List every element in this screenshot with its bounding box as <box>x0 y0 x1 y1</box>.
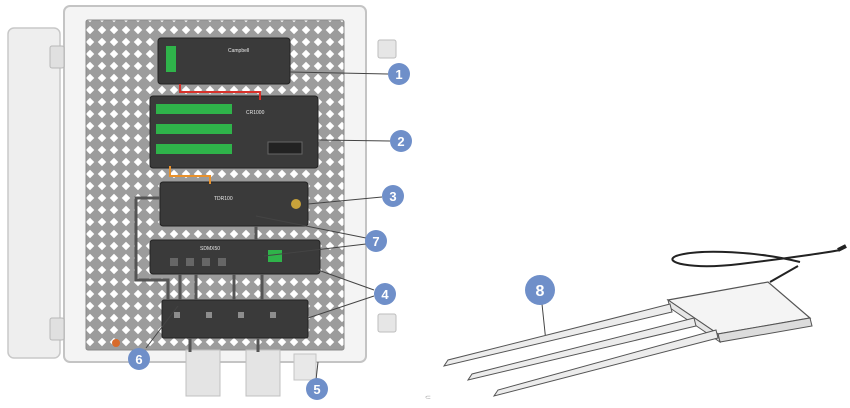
coax-left <box>134 196 170 300</box>
probe-rod-1 <box>442 303 673 367</box>
mux-terminal <box>268 250 282 262</box>
tdr-probe <box>442 244 847 397</box>
callout-number: 5 <box>313 382 320 397</box>
callout-circle <box>525 275 555 305</box>
callout-number: 2 <box>397 134 404 149</box>
logger-tdr-wire <box>169 166 211 184</box>
probe-cable-lead <box>769 265 799 283</box>
cable-clamp-bar <box>161 299 309 339</box>
datalogger-terminal-row-1 <box>156 104 232 114</box>
leader-2 <box>317 139 391 142</box>
callout-number: 7 <box>372 234 379 249</box>
probe-cables <box>178 274 264 300</box>
callout-circle <box>388 63 410 85</box>
power-wire <box>179 84 261 100</box>
clamp-screw-2 <box>206 312 212 318</box>
regulator-label: Campbell <box>228 48 249 54</box>
leader-1 <box>289 71 389 75</box>
vent-fitting <box>293 353 317 381</box>
tdr-label: TDR100 <box>214 196 233 202</box>
tdr-connector <box>291 199 301 209</box>
leader-4a <box>317 269 375 291</box>
tdr-module: TDR100 <box>159 181 309 227</box>
mux-port-2 <box>186 258 194 266</box>
callout-circle <box>128 348 150 370</box>
regulator-module: Campbell <box>157 37 291 85</box>
callout-marker-1: 1 <box>388 63 410 85</box>
datalogger-port <box>267 141 303 155</box>
clamp-screw-3 <box>238 312 244 318</box>
hinge-top <box>49 45 65 69</box>
probe-rod-3 <box>492 329 719 397</box>
callout-circle <box>382 185 404 207</box>
datalogger-terminal-row-3 <box>156 144 232 154</box>
mount-tab-top <box>377 39 397 59</box>
callout-circle <box>374 283 396 305</box>
ground-lug <box>112 339 120 347</box>
hinge-bottom <box>49 317 65 341</box>
clamp-screw-4 <box>270 312 276 318</box>
leader-3 <box>307 196 383 205</box>
callout-marker-4: 4 <box>374 283 396 305</box>
leader-lines <box>145 71 547 381</box>
callout-number: 4 <box>381 287 389 302</box>
callout-number: 8 <box>536 283 545 300</box>
leader-6 <box>145 305 179 349</box>
conduit-cables <box>188 338 260 352</box>
stray-mark: ⸦ <box>424 393 432 402</box>
leader-7b <box>263 243 367 257</box>
mux-port-4 <box>218 258 226 266</box>
callout-number: 1 <box>395 67 402 82</box>
probe-rod-2 <box>466 317 697 381</box>
leader-5 <box>315 361 319 381</box>
callout-marker-8: 8 <box>525 275 555 305</box>
datalogger-terminal-row-2 <box>156 124 232 134</box>
callout-marker-5: 5 <box>306 378 328 400</box>
mount-tab-bottom <box>377 313 397 333</box>
conduit-right <box>245 349 281 397</box>
multiplexer-module: SDMX50 <box>149 239 321 275</box>
regulator-body <box>157 37 291 85</box>
callout-marker-7: 7 <box>365 230 387 252</box>
callout-circle <box>390 130 412 152</box>
cable-clamps <box>161 299 309 339</box>
callout-marker-6: 6 <box>128 348 150 370</box>
tdr-body <box>159 181 309 227</box>
mux-port-3 <box>202 258 210 266</box>
conduit-left <box>185 349 221 397</box>
leader-4b <box>307 295 375 319</box>
probe-connector <box>837 244 847 252</box>
callout-marker-3: 3 <box>382 185 404 207</box>
callout-marker-2: 2 <box>390 130 412 152</box>
mux-port-1 <box>170 258 178 266</box>
wiring <box>134 84 264 352</box>
callout-number: 3 <box>389 189 396 204</box>
probe-cable <box>671 249 841 268</box>
clamp-screw-1 <box>174 312 180 318</box>
multiplexer-body <box>149 239 321 275</box>
callout-circle <box>306 378 328 400</box>
regulator-terminal <box>166 46 176 72</box>
leader-7a <box>255 215 367 239</box>
multiplexer-label: SDMX50 <box>200 246 220 252</box>
callout-number: 6 <box>135 352 142 367</box>
enclosure-door-edge <box>7 27 61 359</box>
datalogger-module: CR1000 <box>149 95 319 169</box>
datalogger-label: CR1000 <box>246 110 265 116</box>
callout-circle <box>365 230 387 252</box>
